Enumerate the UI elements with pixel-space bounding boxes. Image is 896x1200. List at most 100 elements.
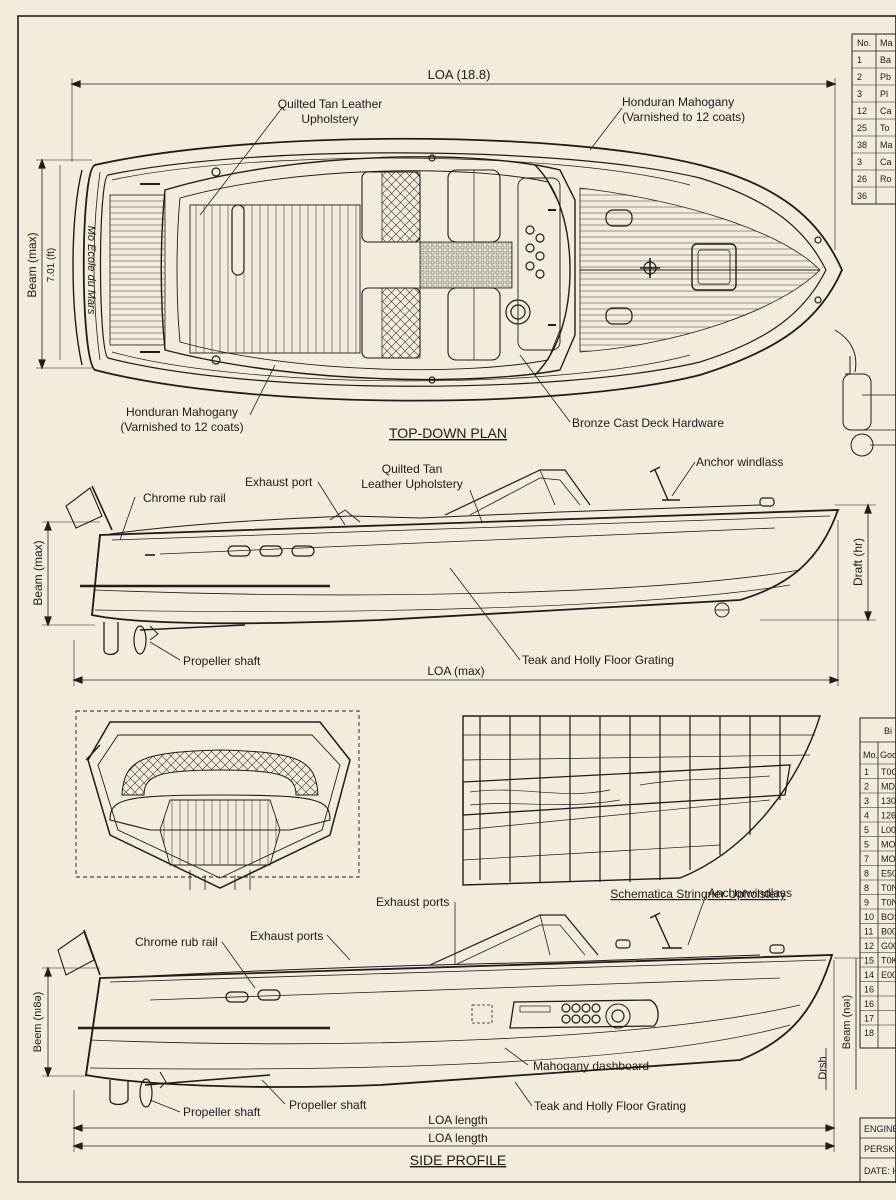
- callout-quilted-top-1: Quilted Tan Leather: [278, 97, 383, 111]
- callout-anchor-2: Anchorwindlass: [708, 886, 792, 900]
- bill-table-cell-no: 8: [864, 869, 869, 879]
- title-schematic: Schematica Stringner Upholstery: [610, 887, 785, 901]
- bill-table-cell-item: G00: [881, 941, 896, 951]
- callout-chrome-2: Chrome rub rail: [135, 935, 218, 949]
- callout-quilted-top-2: Upholstery: [301, 112, 358, 126]
- bill-table-cell-no: 5: [864, 840, 869, 850]
- bill-table-header-no: Mo.: [863, 750, 878, 760]
- callout-chrome-1: Chrome rub rail: [143, 491, 226, 505]
- callout-exhaust-1: Exhaust port: [245, 475, 313, 489]
- table-top-cell-material: To: [880, 123, 890, 133]
- table-top-cell-no: 2: [857, 72, 862, 82]
- bill-table-cell-no: 16: [864, 985, 874, 995]
- table-top-cell-no: 26: [857, 174, 867, 184]
- bill-table-cell-no: 15: [864, 956, 874, 966]
- sheet-border: [17, 15, 896, 1183]
- title-block-date: DATE: H: [864, 1166, 896, 1176]
- draft-side2-label: Drsh: [817, 1056, 829, 1079]
- table-top-cell-material: Ma: [880, 140, 893, 150]
- side-profile-2: [42, 912, 864, 1152]
- bill-table-cell-no: 12: [864, 941, 874, 951]
- callout-teak-2: Teak and Holly Floor Grating: [534, 1099, 686, 1113]
- table-top-cell-material: Ro: [880, 174, 892, 184]
- title-block-engine: ENGINE: [864, 1124, 896, 1134]
- draft-side1-label: Draft (hr): [851, 538, 865, 586]
- callout-propeller-1: Propeller shaft: [183, 654, 261, 668]
- bill-table-cell-item: MOI: [881, 840, 896, 850]
- cockpit-detail: [75, 710, 360, 890]
- bill-table: Bi Mo. Gooi 1T0O2MDA3130412605L005MOI7MO…: [859, 717, 896, 1183]
- callout-honduran-top-1: Honduran Mahogany: [622, 95, 734, 109]
- loa-side1-label: LOA (max): [427, 664, 484, 678]
- callout-anchor-1: Anchor windlass: [696, 455, 783, 469]
- table-top-cell-material: Pb: [880, 72, 891, 82]
- table-top-cell-material: Ca: [880, 106, 892, 116]
- beam-side2-right: Beam (nəı): [841, 995, 853, 1049]
- beam-side1-label: Beam (max): [31, 540, 45, 605]
- bill-table-cell-no: 7: [864, 854, 869, 864]
- table-top-cell-no: 3: [857, 157, 862, 167]
- bill-table-cell-no: 8: [864, 883, 869, 893]
- table-top-cell-no: 12: [857, 106, 867, 116]
- table-top-cell-no: 1: [857, 55, 862, 65]
- bill-table-cell-item: T0K: [881, 956, 896, 966]
- callout-quilted-side-1: Quilted Tan: [382, 462, 443, 476]
- beam-top-value: 7.01 (ft): [46, 248, 57, 282]
- bill-table-cell-no: 2: [864, 782, 869, 792]
- table-top-header-no: No.: [857, 38, 871, 48]
- hull-name: Mo Ecole du Mars: [85, 226, 97, 315]
- bill-table-cell-no: 18: [864, 1028, 874, 1038]
- callout-propeller-2a: Propeller shaft: [183, 1105, 261, 1119]
- callout-bronze: Bronze Cast Deck Hardware: [572, 416, 724, 430]
- bill-table-cell-no: 9: [864, 898, 869, 908]
- bill-table-cell-item: MDA: [881, 782, 896, 792]
- bill-table-cell-no: 16: [864, 999, 874, 1009]
- bill-table-cell-no: 4: [864, 811, 869, 821]
- table-top-cell-material: Ca: [880, 157, 892, 167]
- side1-leaders: [119, 461, 696, 661]
- bill-table-cell-item: 1260: [881, 811, 896, 821]
- bill-table-cell-item: L00: [881, 825, 896, 835]
- callout-dashboard: Mahogany dashboard: [533, 1059, 649, 1073]
- bill-table-cell-item: 130: [881, 796, 896, 806]
- bill-table-cell-no: 17: [864, 1014, 874, 1024]
- callout-quilted-side-2: Leather Upholstery: [361, 477, 462, 491]
- table-top-cell-material: Ba: [880, 55, 891, 65]
- table-top-header-ma: Ma: [880, 38, 893, 48]
- callout-exhaust-2a: Exhaust ports: [250, 929, 323, 943]
- table-top-cell-no: 38: [857, 140, 867, 150]
- stringer-schematic: [462, 715, 821, 886]
- table-top-cell-no: 36: [857, 191, 867, 201]
- bill-table-cell-item: E50: [881, 869, 896, 879]
- title-top-down: TOP-DOWN PLAN: [389, 425, 507, 441]
- loa-length-1: LOA length: [428, 1113, 487, 1127]
- bill-table-cell-no: 11: [864, 927, 873, 937]
- bill-table-cell-item: T0N: [881, 883, 896, 893]
- side2-leaders: [149, 891, 708, 1113]
- table-top-cell-no: 25: [857, 123, 867, 133]
- bill-table-cell-item: T0O: [881, 767, 896, 777]
- top-down-plan: [36, 78, 896, 457]
- loa-length-2: LOA length: [428, 1131, 487, 1145]
- callout-exhaust-2b: Exhaust ports: [376, 895, 449, 909]
- bill-table-title: Bi: [884, 726, 892, 736]
- bill-table-cell-item: T0N: [881, 898, 896, 908]
- callout-propeller-2b: Propeller shaft: [289, 1098, 367, 1112]
- bill-table-cell-no: 3: [864, 796, 869, 806]
- bill-table-cell-item: E00: [881, 970, 896, 980]
- title-block-persk: PERSK:: [864, 1144, 896, 1154]
- bill-table-header-goo: Gooi: [880, 750, 896, 760]
- callout-honduran-bottom-2: (Varnished to 12 coats): [120, 420, 243, 434]
- bill-table-cell-no: 1: [864, 767, 869, 777]
- table-top-cell-no: 3: [857, 89, 862, 99]
- callout-teak-1: Teak and Holly Floor Grating: [522, 653, 674, 667]
- table-top-cell-material: Pl: [880, 89, 888, 99]
- loa-top-label: LOA (18.8): [428, 67, 491, 82]
- beam-top-label: Beam (max): [25, 232, 39, 297]
- bill-table-cell-no: 10: [864, 912, 874, 922]
- bill-table-cell-no: 14: [864, 970, 874, 980]
- bill-table-cell-item: BOS: [881, 912, 896, 922]
- top-leaders: [199, 107, 623, 423]
